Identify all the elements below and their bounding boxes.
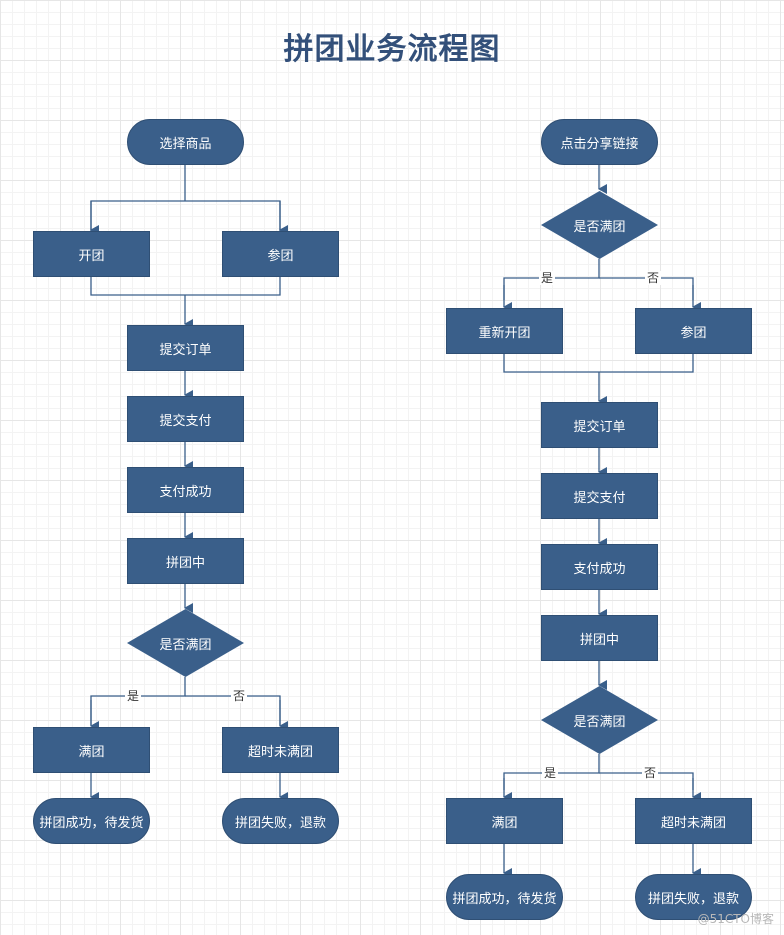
node-submit-order-right: 提交订单 bbox=[541, 402, 658, 448]
edge-label-no: 否 bbox=[231, 689, 248, 703]
node-payment-success-right: 支付成功 bbox=[541, 544, 658, 590]
node-group-success: 拼团成功，待发货 bbox=[33, 798, 150, 844]
node-select-product: 选择商品 bbox=[127, 119, 244, 165]
edge-label-yes-2: 是 bbox=[542, 766, 559, 780]
node-timeout-not-full-right: 超时未满团 bbox=[635, 798, 752, 844]
edge-label-no-1: 否 bbox=[645, 271, 662, 285]
node-click-share-link: 点击分享链接 bbox=[541, 119, 658, 165]
node-submit-order: 提交订单 bbox=[127, 325, 244, 371]
decision-group-full-1: 是否满团 bbox=[541, 191, 658, 259]
node-grouping: 拼团中 bbox=[127, 538, 244, 584]
node-group-success-right: 拼团成功，待发货 bbox=[446, 874, 563, 920]
decision-group-full: 是否满团 bbox=[127, 609, 244, 677]
node-reopen-group: 重新开团 bbox=[446, 308, 563, 354]
page-title: 拼团业务流程图 bbox=[283, 32, 501, 67]
node-submit-payment-right: 提交支付 bbox=[541, 473, 658, 519]
node-group-full: 满团 bbox=[33, 727, 150, 773]
node-group-fail-right: 拼团失败，退款 bbox=[635, 874, 752, 920]
watermark: @51CTO博客 bbox=[697, 912, 774, 926]
node-open-group: 开团 bbox=[33, 231, 150, 277]
edge-label-no-2: 否 bbox=[642, 766, 659, 780]
node-join-group-right: 参团 bbox=[635, 308, 752, 354]
node-grouping-right: 拼团中 bbox=[541, 615, 658, 661]
node-timeout-not-full: 超时未满团 bbox=[222, 727, 339, 773]
node-join-group: 参团 bbox=[222, 231, 339, 277]
edge-label-yes-1: 是 bbox=[539, 271, 556, 285]
node-submit-payment: 提交支付 bbox=[127, 396, 244, 442]
node-group-full-right: 满团 bbox=[446, 798, 563, 844]
decision-group-full-2: 是否满团 bbox=[541, 686, 658, 754]
node-payment-success: 支付成功 bbox=[127, 467, 244, 513]
edge-label-yes: 是 bbox=[125, 689, 142, 703]
node-group-fail: 拼团失败，退款 bbox=[222, 798, 339, 844]
